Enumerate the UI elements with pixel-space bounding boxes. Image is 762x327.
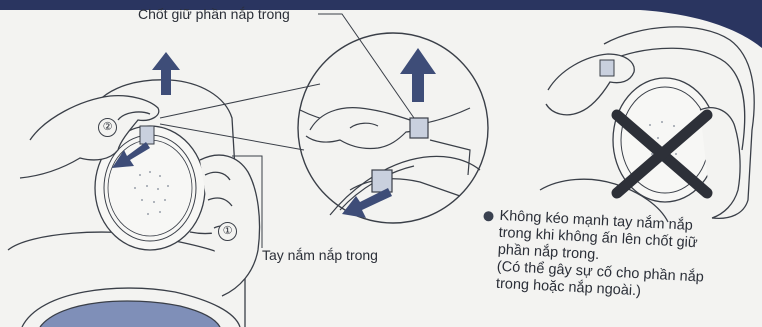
step-1-marker: ① (218, 222, 237, 241)
magnified-detail (298, 33, 488, 223)
rice-cooker-left (8, 80, 260, 327)
handle-label: Tay nắm nắp trong (262, 247, 378, 263)
rice-cooker-right (540, 27, 754, 222)
warning-note: Không kéo mạnh tay nắm nắp trong khi khô… (480, 207, 760, 306)
up-arrow-icon (152, 52, 180, 95)
latch-label: Chốt giữ phần nắp trong (138, 6, 290, 22)
step-2-marker: ② (98, 118, 117, 137)
zoom-line (160, 84, 320, 118)
